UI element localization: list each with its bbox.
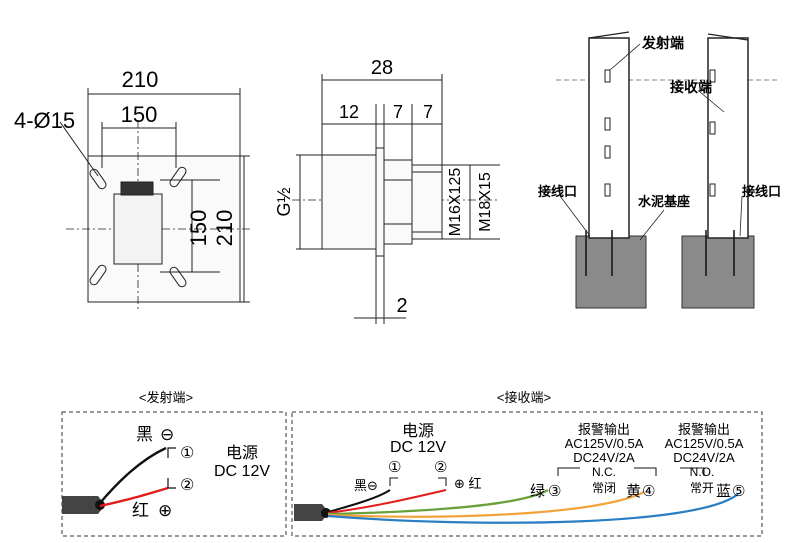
alarm1-nc: N.C.	[592, 465, 616, 479]
flange-dim-210-v: 210	[212, 210, 237, 247]
connector-dim-7b: 7	[423, 102, 433, 122]
flange-slot	[89, 168, 107, 190]
flange-slot	[169, 266, 187, 288]
install-jack-left: 接线口	[538, 184, 577, 199]
connector-m18: M18X15	[477, 172, 494, 232]
connector-dim-28: 28	[371, 57, 393, 79]
alarm1-nc-cn: 常闭	[592, 481, 616, 495]
connector-dim-2: 2	[396, 295, 407, 317]
receiver-post	[707, 37, 749, 239]
emitter-red-label: 红	[132, 501, 149, 520]
receiver-num-5: ⑤	[732, 483, 745, 500]
alarm2-dc: DC24V/2A	[673, 450, 735, 465]
emitter-black-label: 黑	[136, 425, 153, 444]
connector-dim-12: 12	[339, 102, 359, 122]
install-jack-right: 接线口	[742, 184, 781, 199]
install-drawing	[554, 14, 780, 332]
alarm2-no-cn: 常开	[690, 481, 714, 495]
receiver-num-4: ④	[642, 483, 655, 500]
alarm2-ac: AC125V/0.5A	[665, 436, 744, 451]
flange-drawing	[59, 88, 250, 312]
alarm1-title: 报警输出	[578, 422, 630, 437]
alarm2-no: N.O.	[690, 465, 715, 479]
flange-dim-150-v: 150	[186, 210, 211, 247]
receiver-title: <接收端>	[497, 390, 551, 405]
receiver-num-2: ②	[434, 459, 447, 476]
flange-slot	[89, 264, 107, 286]
connector-dim-7a: 7	[393, 102, 403, 122]
concrete-base-left	[575, 235, 647, 309]
install-recv-label: 接收端	[670, 79, 712, 96]
emitter-minus-icon: ⊖	[160, 425, 174, 444]
emitter-power-label: 电源	[226, 444, 258, 462]
receiver-blue-label: 蓝	[716, 483, 731, 500]
alarm2-title: 报警输出	[678, 422, 730, 437]
emitter-num-1: ①	[180, 445, 194, 462]
receiver-wires	[294, 467, 739, 524]
emitter-plus-icon: ⊕	[158, 501, 172, 520]
receiver-red-label: ⊕ 红	[454, 476, 482, 491]
receiver-box	[291, 411, 763, 537]
sensor-body	[113, 193, 163, 265]
receiver-green-label: 绿	[530, 483, 545, 500]
receiver-dc-label: DC 12V	[390, 439, 446, 456]
flange-dim-210: 210	[122, 67, 159, 92]
emitter-num-2: ②	[180, 477, 194, 494]
alarm1-ac: AC125V/0.5A	[565, 436, 644, 451]
connector-thread-g: G½	[274, 187, 294, 216]
flange-holes-label: 4-Ø15	[14, 108, 75, 133]
emitter-post	[588, 37, 630, 239]
receiver-yellow-label: 黄	[626, 483, 641, 500]
receiver-num-1: ①	[388, 459, 401, 476]
emitter-dc-label: DC 12V	[214, 463, 270, 480]
flange-dim-150: 150	[121, 102, 158, 127]
emitter-wires	[62, 446, 176, 514]
install-emit-label: 发射端	[641, 35, 684, 52]
connector-m16: M16X125	[447, 168, 464, 237]
emitter-title: <发射端>	[139, 390, 193, 405]
receiver-black-label: 黑⊖	[354, 478, 378, 493]
connector-drawing	[292, 74, 500, 324]
concrete-base-right	[681, 235, 755, 309]
sensor-cap	[120, 181, 154, 196]
install-base-label: 水泥基座	[638, 194, 690, 209]
flange-slot	[169, 166, 187, 188]
receiver-power-label: 电源	[402, 422, 434, 440]
receiver-num-3: ③	[548, 483, 561, 500]
emitter-box	[61, 411, 287, 537]
alarm1-dc: DC24V/2A	[573, 450, 635, 465]
